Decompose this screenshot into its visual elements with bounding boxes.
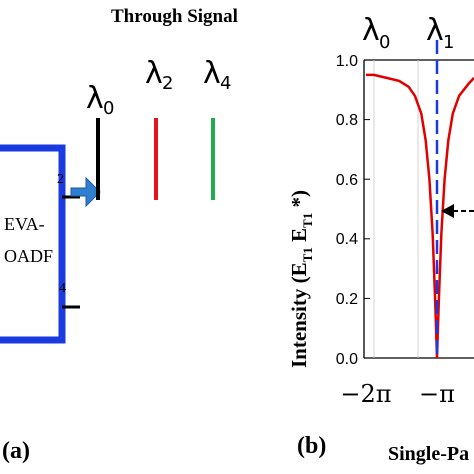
device-label-line2: OADF (4, 246, 53, 266)
y-axis-label-mid: E (287, 228, 311, 247)
output-arrow-icon (70, 176, 101, 208)
y-axis-label-main: Intensity (E (287, 262, 311, 368)
y-tick-label-0.0: 0.0 (336, 351, 358, 368)
x-tick-label-neg-2pi: −2π (340, 380, 391, 408)
y-tick-label-0.4: 0.4 (336, 231, 358, 248)
channel-lambda-0: λ 0 (86, 81, 114, 119)
lambda-0-subscript: 0 (103, 98, 114, 119)
port-4-label: 4 (59, 281, 66, 296)
x-tick-label-neg-pi: −π (419, 380, 455, 408)
y-tick-label-1.0: 1.0 (336, 53, 358, 70)
y-ticks (364, 59, 370, 359)
dashed-arrow-icon (441, 204, 474, 218)
top-lambda-0-symbol: λ (362, 13, 380, 48)
device-box (0, 144, 66, 344)
panel-label-a: (a) (2, 438, 30, 464)
lambda-4-subscript: 4 (220, 73, 231, 94)
channel-lambda-4: λ 4 (203, 56, 231, 94)
y-axis-label-sub2: T1 (300, 213, 315, 228)
x-axis-label: Single-Pa (388, 443, 469, 465)
channel-lambda-2: λ 2 (145, 56, 173, 94)
port-2-label: 2 (57, 172, 64, 187)
y-tick-label-0.2: 0.2 (336, 291, 358, 308)
resonance-curve-series (366, 73, 474, 359)
y-axis-label-tail: *) (287, 190, 311, 213)
device-label-line1: EVA- (4, 214, 45, 234)
lambda-4-symbol: λ (203, 56, 221, 91)
plot-frame (363, 59, 474, 359)
lambda-2-subscript: 2 (162, 73, 173, 94)
y-axis-label: Intensity (ET1 ET1 *) (287, 190, 315, 368)
top-lambda-0-subscript: 0 (379, 32, 390, 53)
y-tick-label-0.8: 0.8 (336, 112, 358, 129)
panel-label-b: (b) (297, 433, 326, 459)
top-lambda-1: λ 1 (426, 13, 454, 53)
top-lambda-1-symbol: λ (426, 13, 444, 48)
lambda-2-symbol: λ (145, 56, 163, 91)
through-signal-title: Through Signal (111, 6, 238, 27)
top-lambda-0: λ 0 (362, 13, 390, 53)
y-axis-label-sub1: T1 (300, 247, 315, 262)
top-lambda-1-subscript: 1 (443, 32, 454, 53)
y-tick-label-0.6: 0.6 (336, 172, 358, 189)
lambda-0-symbol: λ (86, 81, 104, 116)
